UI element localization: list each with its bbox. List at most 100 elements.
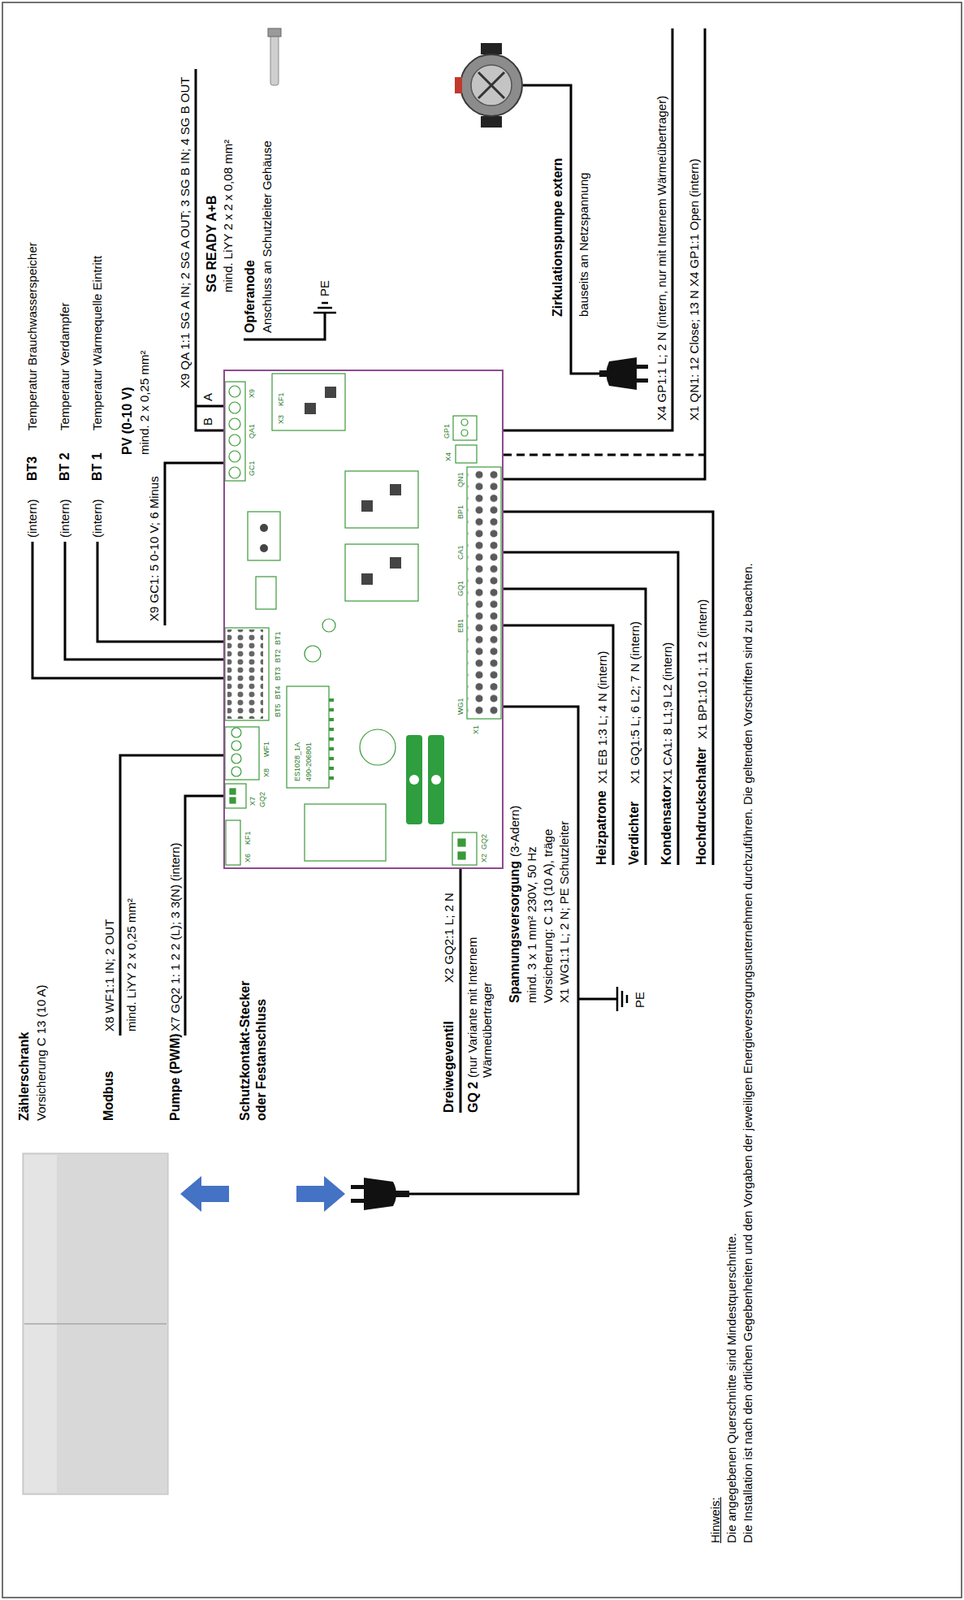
heading-label: Verdichter [626,801,643,865]
spec-label: X8 WF1:1 IN; 2 OUT [102,919,117,1032]
spec-label: Temperatur Wärmequelle Eintritt [90,255,105,431]
terminal-label: GQ2 [479,834,489,850]
terminal-label: BT2 [273,648,283,663]
chip-pins [328,747,334,751]
spec-label: X1 EB 1:3 L; 4 N (intern) [595,651,610,784]
silkscreen [304,645,321,662]
spec-label: (3-Adern) [507,805,523,857]
heading-label: Spannungsversorgung [506,860,524,1003]
direction-arrow [180,1175,230,1212]
circulation-pump [478,72,505,99]
circulation-pump [480,43,502,55]
fuse [406,734,445,825]
chip-pins [328,698,334,780]
connector-pins [227,468,501,719]
silkscreen [229,418,241,430]
silkscreen [229,797,236,804]
wire [503,588,646,865]
silkscreen [224,373,502,865]
spec-label: mind. 2 x 0,25 mm² [137,350,152,455]
silkscreen [272,373,346,431]
silkscreen [461,429,468,437]
wire [32,541,224,679]
silkscreen [224,627,269,721]
circulation-pump [460,54,523,117]
spec-label: mind. LiYY 2 x 0,25 mm² [124,898,139,1032]
heading-label: BT3 [24,456,41,481]
chip-pins [328,766,334,770]
silkscreen [224,783,247,809]
circulation-pump [478,72,505,99]
relay-pads [361,573,373,585]
silkscreen [461,419,468,426]
spec-label: (nur Variante mit Internem Wärmeübertrag… [465,874,495,1078]
fuse [431,774,441,785]
terminal-label: 490-206801 [304,742,314,782]
spec-label: X1 WG1:1 L; 2 N; PE Schutzleiter [557,821,572,1003]
wire-label: B [200,417,216,426]
relay-pads [259,386,402,585]
terminal-label: GQ1 [456,580,466,597]
heading-label: PV (0-10 V) [119,386,136,455]
wire [503,552,679,865]
heading-label: Pumpe (PWM) [167,1033,184,1121]
silkscreen [229,450,241,463]
heading-label: Schutzkontakt-Stecker oder Festanschluss [237,966,270,1121]
chip-pins [328,727,334,731]
terminal-label: CA1 [456,544,466,560]
anode-rod [270,34,279,86]
silkscreen [452,832,477,865]
silkscreen [229,466,241,479]
ground-symbol [616,986,619,1012]
terminal-label: BP1 [456,505,466,519]
silkscreen [466,466,502,719]
spec-label: Anschluss an Schutzleiter Gehäuse [259,140,275,333]
chip-pins [328,737,334,741]
ground-symbol [313,311,337,315]
heading-label: SG READY A+B [203,194,221,293]
heading-label: GQ 2 [465,1081,482,1113]
silkscreen [231,740,242,751]
spec-label: X9 GC1: 5 0-10 V; 6 Minus [146,475,162,622]
direction-arrow [180,1175,346,1212]
chip-pins [328,756,334,761]
wire [32,28,714,1194]
mains-plug [350,1184,364,1189]
heading-label: Dreiwegeventil [440,1020,458,1113]
ground-symbol [321,302,329,305]
meter-cabinet [24,1322,167,1325]
relay-pads [361,500,373,512]
silkscreen [231,753,242,764]
ground-symbol [317,306,333,310]
mains-plug [636,378,649,383]
silkscreen [229,434,241,446]
terminal-label: GQ2 [258,791,268,808]
spec-label: X1 BP1:10 1; 11 2 (intern) [695,599,710,740]
heading-label: Heizpatrone [593,790,610,865]
terminal-label: X8 [262,768,272,778]
optional-wire [503,453,705,457]
silkscreen [455,445,477,463]
wire [185,795,224,1036]
silkscreen [231,766,242,777]
meter-cabinet [22,1153,169,1495]
wire [64,541,224,660]
circuit-board: X9QA1GC1BT5BT4BT3BT2BT1X8WF1X7GQ2X6KF1ES… [223,369,504,869]
chip-pins [328,698,334,702]
spec-label: Vorsicherung C 13 (10 A) [34,984,49,1121]
silkscreen [224,726,260,780]
spec-label: mind. 3 x 1 mm² 230V, 50 Hz [524,846,540,1003]
heading-label: Kondensator [658,784,675,865]
heading-label: Zirkulationspumpe extern [549,157,567,317]
silkscreen [345,544,419,601]
anode-rod [268,28,281,37]
mains-plug [393,1190,410,1198]
terminal-label: BT4 [273,685,283,700]
spec-label: PE [632,991,648,1008]
mains-plug [606,357,638,390]
wire [195,69,224,431]
terminal-label: KF1 [243,830,253,845]
spec-label: X2 GQ2:1 L; 2 N [441,892,457,983]
